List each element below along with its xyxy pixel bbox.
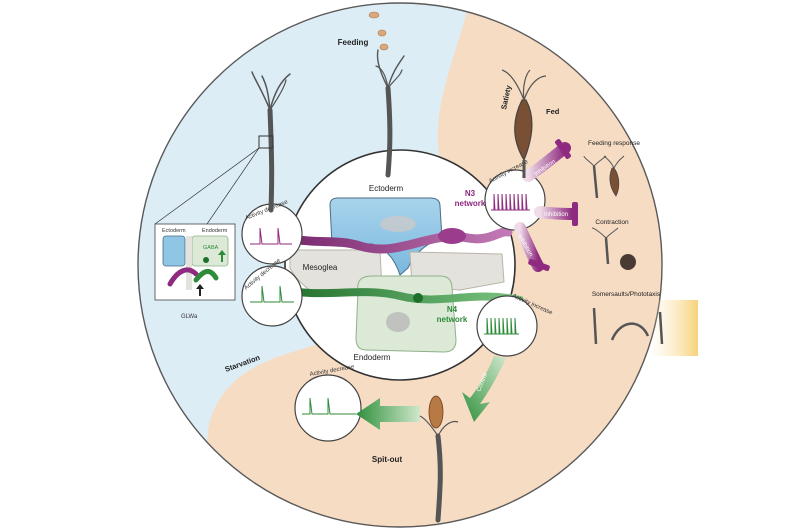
hydra-fed <box>501 69 547 178</box>
somersault-icons <box>592 307 664 345</box>
inset-endoderm-label: Endoderm <box>202 228 228 234</box>
zoom-box <box>258 135 274 149</box>
feeding-label: Feeding <box>338 38 369 47</box>
feeding-response-icons <box>583 155 625 199</box>
inset-glwa-label: GLWa <box>181 314 198 320</box>
ectoderm-nucleus <box>380 216 416 232</box>
trace-n4-increase <box>476 295 538 357</box>
hydra-feeding <box>375 49 405 178</box>
n3-trace <box>491 193 530 211</box>
outer-circle <box>137 2 663 528</box>
n3-network-label: N3 <box>465 189 476 198</box>
n3-neuron-process <box>253 221 513 254</box>
hydra-spitout <box>419 395 459 523</box>
mesoglea-label: Mesoglea <box>303 263 338 272</box>
n4-network-label: N4 <box>447 305 458 314</box>
somersaults-label: Somersaults/Phototaxis <box>592 291 661 298</box>
n4-network-label-2: network <box>437 315 468 324</box>
endoderm-nucleus <box>386 312 410 332</box>
prey-organisms <box>368 11 389 51</box>
inset-panel <box>154 223 236 301</box>
ectoderm-label: Ectoderm <box>369 184 404 193</box>
spitout-arrow <box>356 398 420 430</box>
n4-neuron-body <box>413 293 423 303</box>
contraction-icons <box>591 227 636 270</box>
inhibition-arrows <box>514 139 578 272</box>
inset-gaba-label: GABA <box>203 245 219 251</box>
trace-spitout-decrease <box>294 374 362 442</box>
light-source-glow <box>650 300 698 356</box>
n3-neuron-body <box>438 228 466 244</box>
endoderm-cell <box>355 275 457 353</box>
contraction-label: Contraction <box>595 219 629 226</box>
spitout-label: Spit-out <box>372 455 403 464</box>
inset-ectoderm-label: Ectoderm <box>162 228 186 234</box>
zoom-line-1 <box>154 147 260 225</box>
hydra-starvation <box>251 71 291 213</box>
tissue-layers <box>253 197 524 353</box>
control-arrow <box>462 356 506 422</box>
trace-n4-decrease <box>241 265 303 327</box>
endoderm-label: Endoderm <box>354 353 391 362</box>
n3-network-label-2: network <box>455 199 486 208</box>
feeding-response-label: Feeding response <box>588 140 640 147</box>
fed-label: Fed <box>546 107 560 116</box>
n4-neuron-process <box>274 284 524 304</box>
inhibition-label-2: Inhibition <box>544 212 568 218</box>
